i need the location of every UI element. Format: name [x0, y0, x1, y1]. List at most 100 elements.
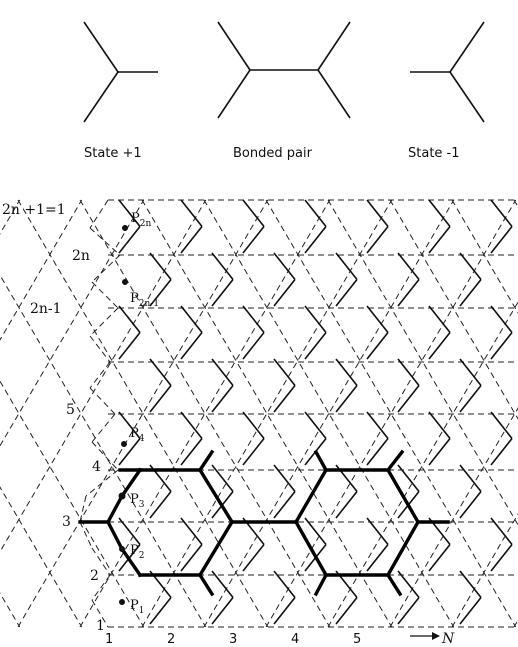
solid-bond	[273, 252, 296, 280]
solid-bond	[118, 226, 141, 254]
solid-bond	[490, 199, 513, 227]
solid-bond	[149, 491, 172, 519]
row-label-4: 4	[92, 459, 101, 475]
solid-bond	[242, 226, 265, 254]
solid-bond	[180, 438, 203, 466]
lattice-diagonal-line	[389, 199, 518, 420]
solid-bond	[180, 199, 203, 227]
solid-bond	[180, 544, 203, 572]
solid-bond	[242, 438, 265, 466]
left-boundary-segment	[79, 495, 87, 523]
left-boundary-segment	[91, 281, 119, 309]
solid-bond	[459, 597, 482, 625]
left-boundary-segment	[89, 227, 121, 256]
row-label-top: 2n +1=1	[2, 202, 66, 218]
row-label-3: 3	[62, 514, 71, 530]
left-boundary-segment	[79, 521, 93, 549]
lattice-diagonal-line	[451, 199, 518, 314]
solid-bond	[490, 226, 513, 254]
left-boundary-segment	[91, 413, 116, 443]
solid-bond	[211, 385, 234, 413]
solid-bond	[490, 438, 513, 466]
solid-bond	[242, 199, 265, 227]
lattice-diagonal-line	[265, 199, 517, 628]
solid-bond	[428, 305, 451, 333]
svg-text:P2: P2	[130, 543, 144, 561]
solid-bond	[459, 252, 482, 280]
bold-bond	[105, 519, 125, 552]
lattice-diagonal-line	[0, 199, 207, 553]
row-label-5: 5	[66, 402, 75, 418]
caption-state-plus: State +1	[84, 146, 142, 161]
left-boundary-segment	[89, 387, 116, 415]
solid-bond	[242, 544, 265, 572]
solid-bond	[118, 411, 141, 439]
bonded-pair-glyph	[217, 21, 351, 119]
svg-text:P2n: P2n	[131, 211, 151, 229]
solid-bond	[428, 544, 451, 572]
solid-bond	[397, 464, 420, 492]
solid-bond	[304, 226, 327, 254]
solid-bond	[149, 252, 172, 280]
solid-bond	[149, 279, 172, 307]
solid-bond	[118, 305, 141, 333]
solid-bond	[211, 252, 234, 280]
solid-bond	[118, 438, 141, 466]
solid-bond	[459, 279, 482, 307]
solid-bond	[335, 491, 358, 519]
left-boundary-segment	[91, 599, 109, 628]
solid-bond	[149, 385, 172, 413]
solid-bond	[211, 464, 234, 492]
svg-text:P1: P1	[130, 598, 144, 616]
bold-bond	[119, 467, 143, 499]
bold-bond	[119, 546, 143, 578]
lattice-diagonal-line	[327, 301, 518, 628]
solid-bond	[366, 517, 389, 545]
solid-bond	[459, 570, 482, 598]
row-label-2n-minus-1: 2n-1	[30, 301, 62, 317]
caption-bonded-pair: Bonded pair	[233, 146, 313, 161]
solid-bond	[304, 332, 327, 360]
solid-hexagonal-bonds	[118, 199, 513, 625]
column-label-1: 1	[105, 632, 113, 647]
solid-bond	[459, 358, 482, 386]
solid-bond	[335, 358, 358, 386]
solid-bond	[242, 332, 265, 360]
bold-bond	[385, 572, 403, 597]
solid-bond	[490, 332, 513, 360]
solid-bond	[273, 464, 296, 492]
solid-bond	[428, 332, 451, 360]
solid-bond	[273, 597, 296, 625]
state-minus-glyph	[410, 21, 485, 123]
lattice-diagonal-line	[389, 407, 518, 628]
solid-bond	[366, 332, 389, 360]
solid-bond	[242, 305, 265, 333]
svg-text:P4: P4	[130, 426, 145, 444]
solid-bond	[397, 570, 420, 598]
solid-bond	[459, 491, 482, 519]
solid-bond	[366, 199, 389, 227]
solid-bond	[211, 597, 234, 625]
point-p2: P2	[119, 543, 144, 561]
solid-bond	[273, 570, 296, 598]
solid-bond	[211, 570, 234, 598]
solid-bond	[335, 385, 358, 413]
point-p1: P1	[119, 598, 144, 616]
solid-bond	[180, 305, 203, 333]
lattice-diagonal-line	[0, 380, 145, 628]
solid-bond	[366, 438, 389, 466]
solid-bond	[459, 385, 482, 413]
bold-bond	[385, 449, 405, 473]
solid-bond	[273, 279, 296, 307]
solid-bond	[118, 332, 141, 360]
left-boundary-segment	[91, 547, 111, 576]
solid-bond	[366, 411, 389, 439]
column-label-4: 4	[291, 632, 299, 647]
bold-bond	[197, 449, 215, 473]
solid-bond	[335, 279, 358, 307]
lattice-diagonal-line	[0, 486, 83, 628]
n-direction-arrow	[410, 632, 440, 640]
row-label-2n: 2n	[72, 248, 90, 264]
lattice-diagonal-line	[0, 199, 21, 235]
bold-bond	[197, 467, 235, 525]
